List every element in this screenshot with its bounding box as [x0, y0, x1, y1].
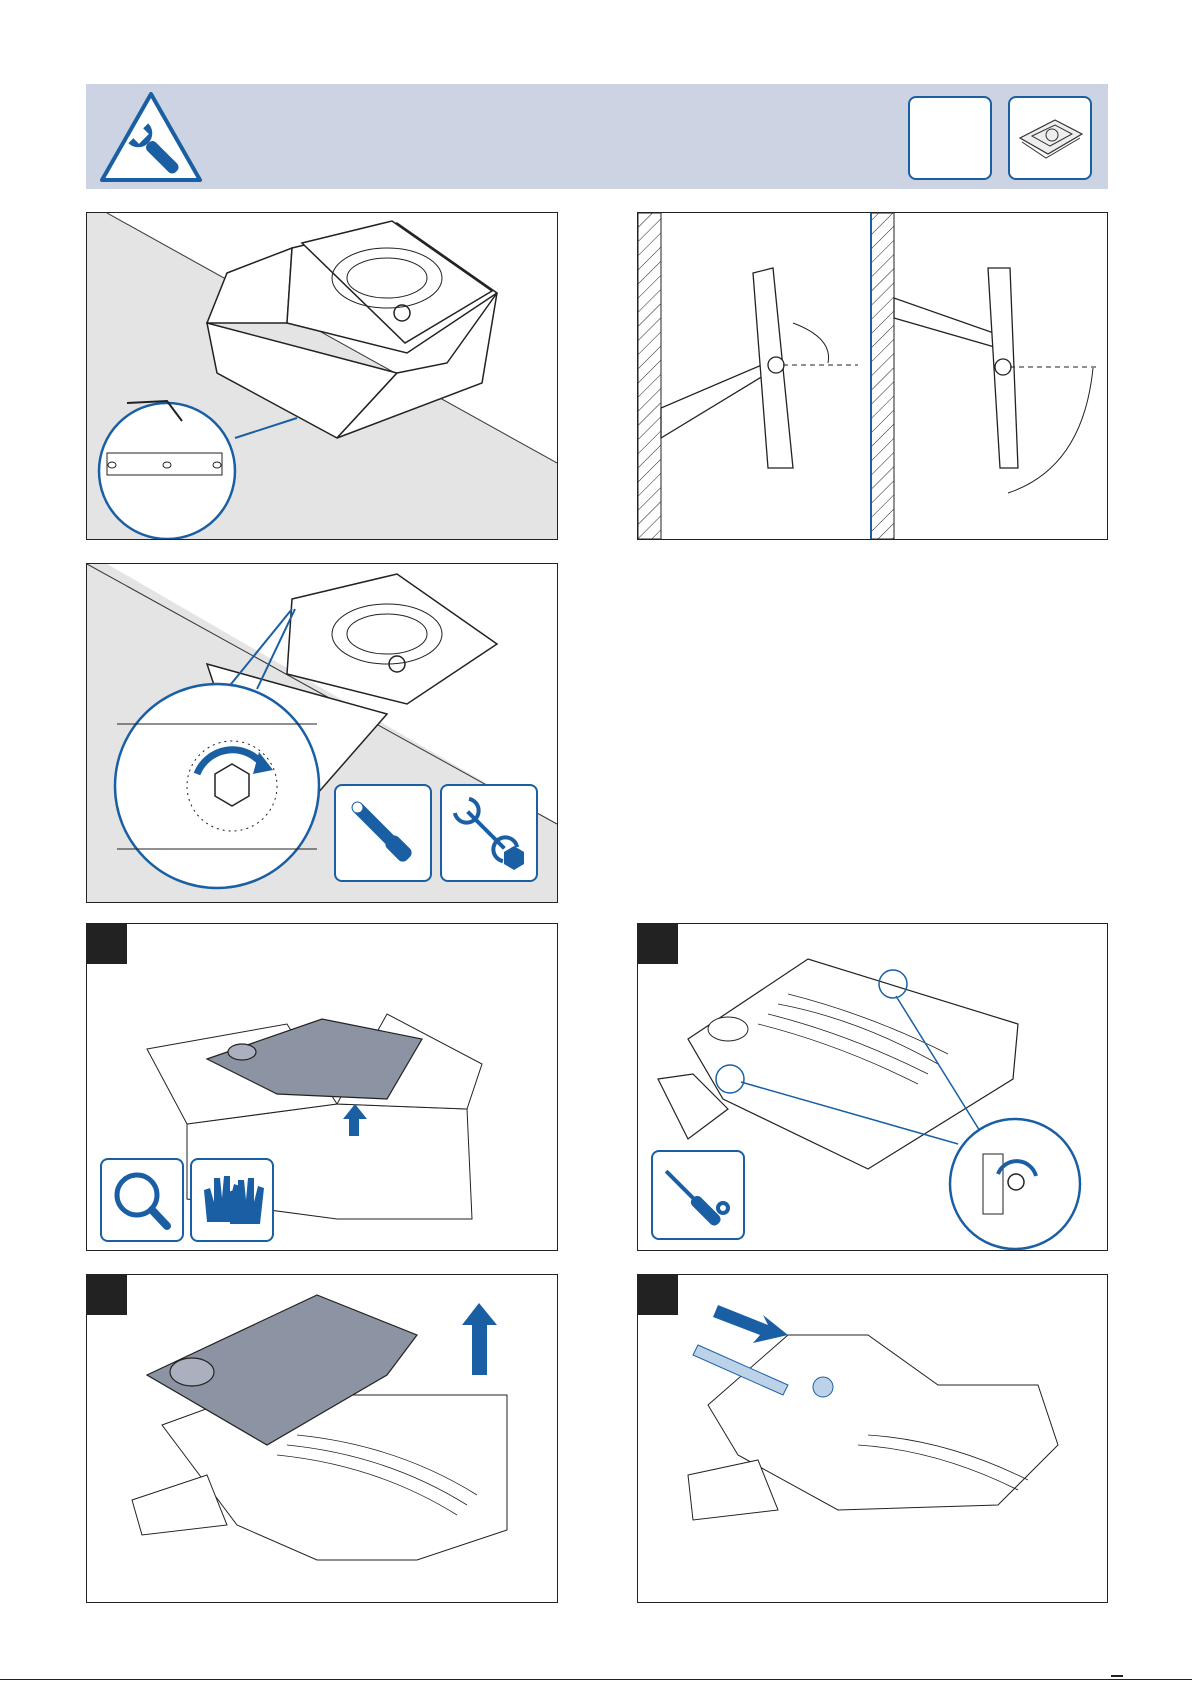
- open-wrench-hex-icon: [440, 784, 538, 882]
- panel-step-lift-cover: [86, 1274, 558, 1603]
- gloves-icon: [190, 1158, 274, 1242]
- panel-step-unscrew-cover: [637, 923, 1108, 1251]
- panel-step-unpack: [86, 923, 558, 1251]
- torx-screwdriver-icon: [651, 1150, 745, 1240]
- wrench-triangle-icon: [96, 88, 206, 188]
- magnifier-hole-detail: [87, 213, 557, 539]
- panel-tilt-angles: [637, 212, 1108, 540]
- panel-step-insert-cable: [637, 1274, 1108, 1603]
- up-arrow-icon: [462, 1303, 497, 1375]
- footer-rule: [0, 1679, 1192, 1680]
- panel-mounting-bracket: [86, 212, 558, 540]
- torque-wrench-icon: [334, 784, 432, 882]
- panel-tighten-bolt: [86, 563, 558, 903]
- luminaire-icon: [1010, 98, 1090, 178]
- luminaire-thumbnail: [1008, 96, 1092, 180]
- header-band: [86, 84, 1108, 189]
- blank-thumbnail: [908, 96, 992, 180]
- page-marker: [1111, 1675, 1123, 1677]
- magnifier-icon: [100, 1158, 184, 1242]
- diagonal-arrow-icon: [713, 1305, 788, 1343]
